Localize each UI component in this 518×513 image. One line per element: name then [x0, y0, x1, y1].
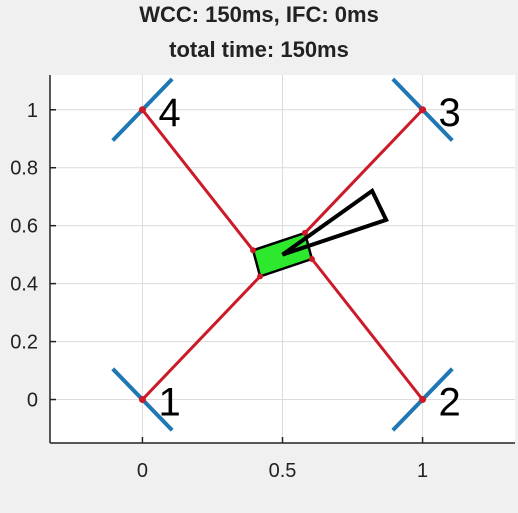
plot-content: [111, 77, 454, 432]
node-marker-1: [138, 396, 146, 404]
node-marker-2: [419, 396, 427, 404]
arm-2: [310, 258, 424, 401]
y-tick-label: 1: [27, 100, 38, 122]
body-corner-marker: [301, 229, 308, 236]
arm-1: [141, 275, 262, 401]
node-marker-4: [138, 106, 146, 114]
node-label-2: 2: [439, 381, 461, 425]
x-tick-label: 0.5: [269, 460, 297, 482]
y-tick-label: 0.4: [10, 274, 38, 296]
y-tick-label: 0.6: [10, 216, 38, 238]
body-corner-marker: [250, 247, 257, 254]
body-corner-marker: [308, 256, 315, 262]
node-label-3: 3: [439, 91, 461, 135]
x-tick-label: 1: [417, 460, 428, 482]
y-tick-label: 0.2: [10, 332, 38, 354]
x-tick-label: 0: [137, 460, 148, 482]
arm-4: [141, 108, 255, 252]
y-tick-label: 0: [27, 390, 38, 412]
chart-title-line1: WCC: 150ms, IFC: 0ms: [139, 2, 379, 27]
body-corner-marker: [257, 273, 264, 280]
chart-title-line2: total time: 150ms: [169, 37, 349, 62]
y-tick-label: 0.8: [10, 158, 38, 180]
node-label-1: 1: [158, 381, 180, 425]
node-marker-3: [419, 106, 427, 114]
node-label-4: 4: [158, 91, 180, 135]
heading-indicator: [281, 187, 389, 257]
arm-3: [303, 108, 424, 234]
